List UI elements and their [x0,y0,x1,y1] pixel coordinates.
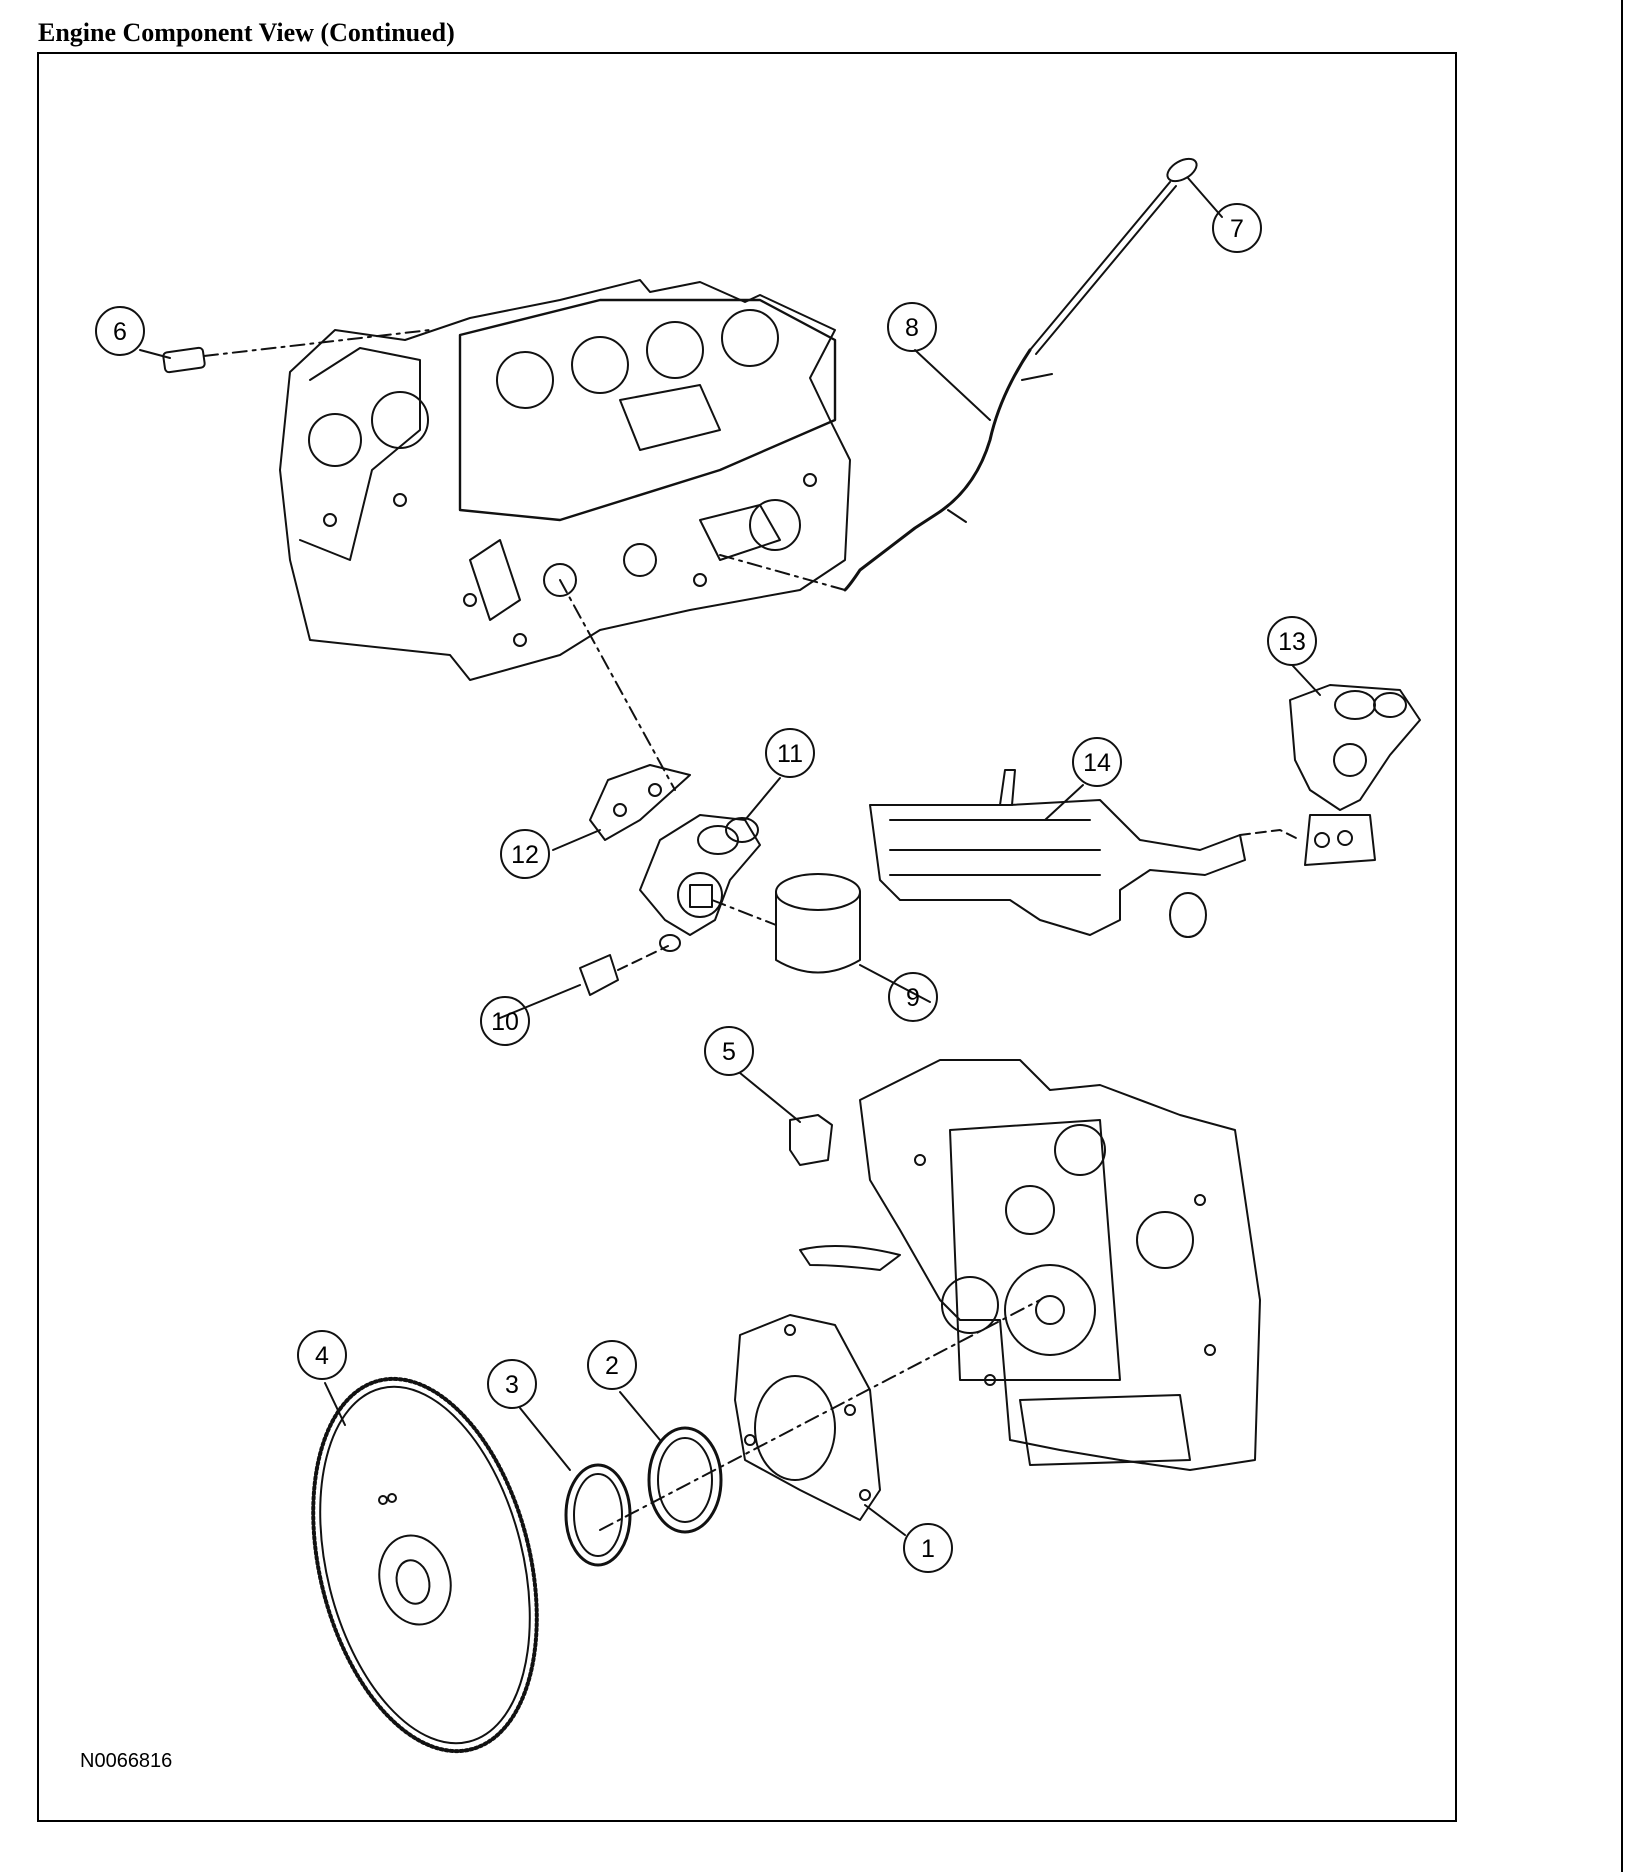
engine-block-upper [279,279,851,681]
part-13-oil-cooler [1289,684,1421,866]
svg-text:7: 7 [1230,215,1244,243]
svg-text:13: 13 [1278,628,1306,656]
callout-11: 11 [765,728,815,778]
svg-text:6: 6 [113,318,127,346]
callout-14: 14 [1072,737,1122,787]
svg-text:2: 2 [605,1352,619,1380]
callout-8: 8 [887,302,937,352]
figure-id: N0066816 [80,1750,173,1772]
svg-text:9: 9 [906,984,920,1012]
part-3-spacer [564,1463,632,1567]
part-6-plug [162,329,431,374]
svg-text:3: 3 [505,1371,519,1399]
page-title: Engine Component View (Continued) [38,18,455,47]
part-7-dipstick [1029,157,1198,355]
callout-6: 6 [95,306,145,356]
part-14-coolant-tubes [869,769,1301,938]
callouts: 1 2 3 4 5 6 7 8 9 10 11 12 13 14 [95,177,1321,1573]
svg-text:4: 4 [315,1342,329,1370]
svg-text:14: 14 [1083,749,1111,777]
svg-text:8: 8 [905,314,919,342]
callout-12: 12 [500,829,550,879]
svg-text:1: 1 [921,1535,935,1563]
svg-text:5: 5 [722,1038,736,1066]
callout-4: 4 [297,1330,347,1380]
callout-10: 10 [480,996,530,1046]
part-2-rear-main-seal [647,1426,723,1534]
svg-text:11: 11 [777,740,803,768]
diagram-frame [37,52,1457,1822]
part-9-oil-filter [711,873,861,974]
part-5-crankshaft-sensor [789,1114,833,1166]
callout-7: 7 [1212,203,1262,253]
part-4-flexplate [311,1376,539,1754]
callout-2: 2 [587,1340,637,1390]
part-1-seal-retainer [599,1299,1041,1531]
engine-block-lower [799,1059,1261,1471]
part-12-gasket [559,579,691,841]
callout-3: 3 [487,1359,537,1409]
part-10-oil-pressure-sensor [579,945,669,996]
svg-text:10: 10 [491,1008,519,1036]
callout-1: 1 [903,1523,953,1573]
callout-9: 9 [888,972,938,1022]
callout-5: 5 [704,1026,754,1076]
part-11-oil-filter-adapter [639,814,761,952]
part-8-dipstick-tube [719,348,1053,592]
page-edge-rule [1621,0,1623,1872]
svg-text:12: 12 [511,841,539,869]
callout-13: 13 [1267,616,1317,666]
